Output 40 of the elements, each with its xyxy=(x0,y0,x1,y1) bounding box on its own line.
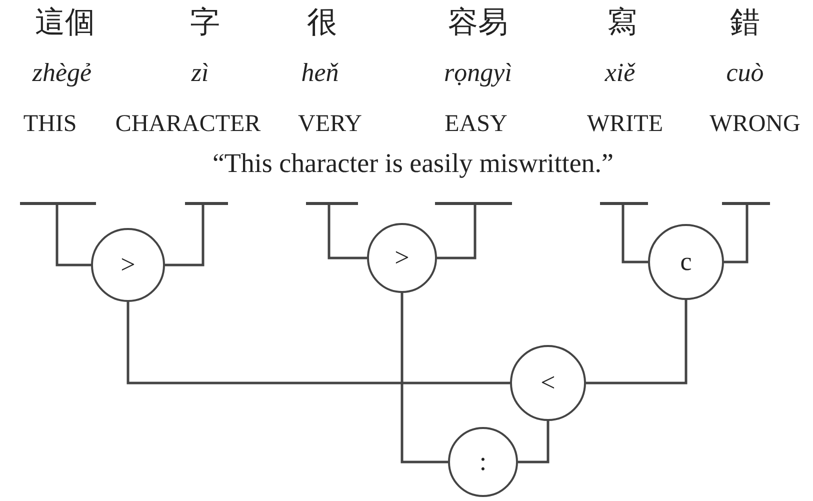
chinese-word: 很 xyxy=(307,8,337,38)
operator-symbol: : xyxy=(479,449,487,475)
gloss-text: EASY xyxy=(444,112,508,136)
leaf-bar xyxy=(600,202,648,205)
leaf-bar xyxy=(435,202,512,205)
connector-line xyxy=(622,203,648,264)
operator-symbol: > xyxy=(120,252,136,278)
connector-line xyxy=(724,203,748,264)
operator-symbol: > xyxy=(394,245,410,271)
chinese-word: 這個 xyxy=(35,8,95,38)
operator-symbol: c xyxy=(680,249,692,275)
chinese-word: 寫 xyxy=(607,8,637,38)
pinyin-text: rọngyì xyxy=(444,60,512,86)
chinese-word: 容易 xyxy=(448,8,508,38)
connector-line xyxy=(56,203,91,266)
pinyin-text: xiě xyxy=(604,60,636,86)
connector-line xyxy=(518,421,550,464)
leaf-bar xyxy=(306,202,358,205)
connector-line xyxy=(400,293,448,464)
connector-line xyxy=(328,203,367,260)
gloss-text: CHARACTER xyxy=(115,112,261,136)
operator-symbol: < xyxy=(540,370,556,396)
gloss-text: THIS xyxy=(23,112,77,136)
pinyin-text: zì xyxy=(191,60,209,86)
chinese-word: 字 xyxy=(190,8,220,38)
pinyin-text: cuò xyxy=(726,60,764,86)
translation-caption: “This character is easily miswritten.” xyxy=(212,150,614,177)
leaf-bar xyxy=(722,202,770,205)
pinyin-text: zhègẻ xyxy=(32,60,92,86)
leaf-bar xyxy=(20,202,96,205)
gloss-text: VERY xyxy=(298,112,362,136)
gloss-text: WRONG xyxy=(710,112,800,136)
connector-line xyxy=(126,302,510,384)
leaf-bar xyxy=(185,202,228,205)
connector-line xyxy=(437,203,476,260)
connector-line xyxy=(165,203,204,266)
chinese-word: 錯 xyxy=(730,8,760,38)
pinyin-text: heň xyxy=(301,60,339,86)
connector-line xyxy=(586,300,688,384)
gloss-text: WRITE xyxy=(587,112,663,136)
